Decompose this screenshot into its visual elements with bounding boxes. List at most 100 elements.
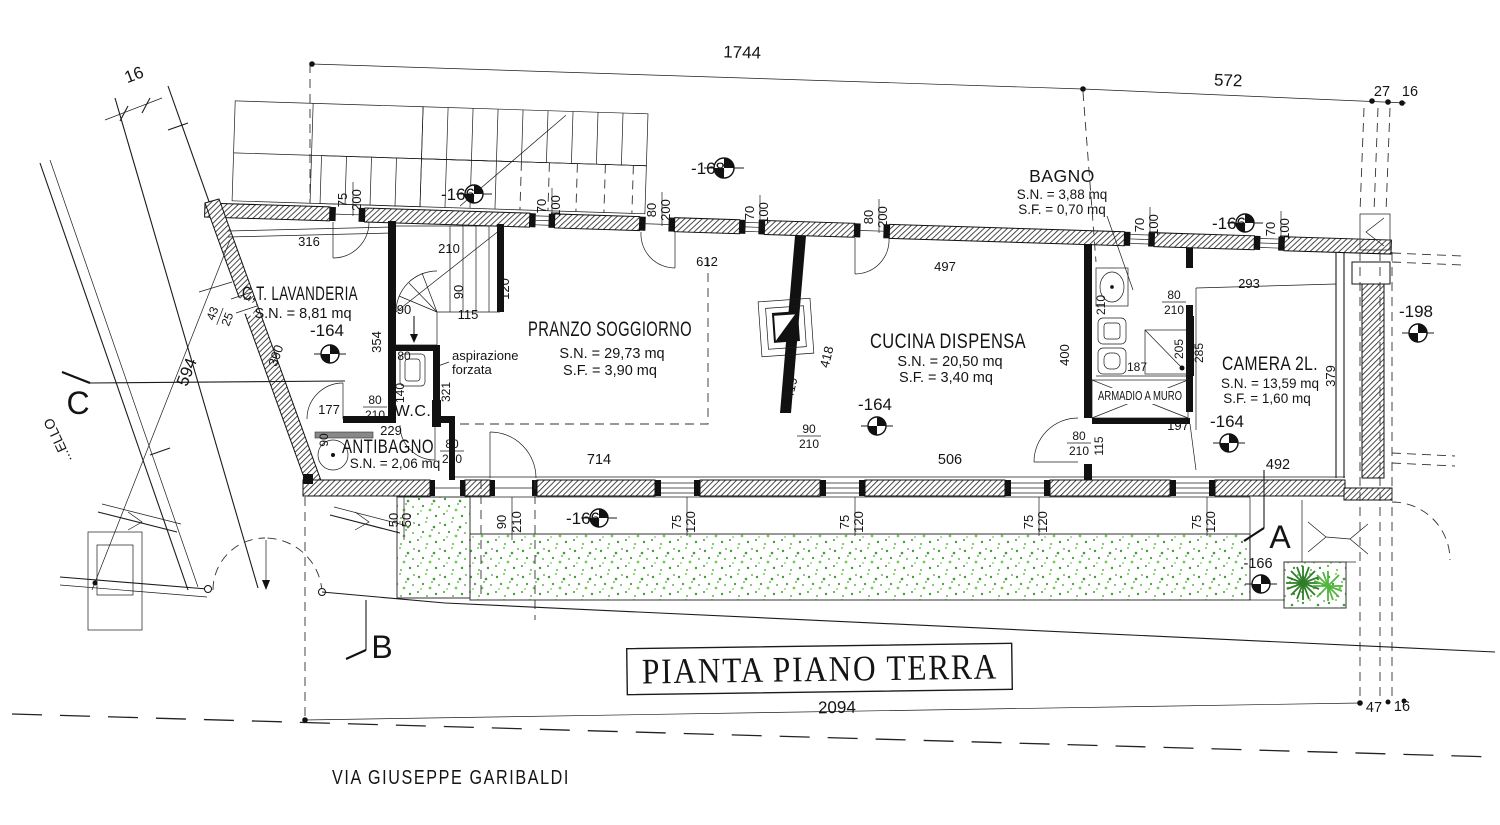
area-label: S.N. = 8,81 mq: [254, 306, 351, 322]
window-dim: 75 200 70 100 80 200 70 100 80 200 70 10…: [335, 189, 1292, 240]
dim-label: 2094: [818, 698, 856, 718]
room-name: ARMADIO A MURO: [1098, 389, 1182, 403]
room-name: PRANZO SOGGIORNO: [528, 318, 692, 341]
elevation-label: -198: [1399, 302, 1433, 321]
window-glazing: [335, 213, 1279, 249]
room-name: CUCINA DISPENSA: [870, 330, 1026, 353]
area-label: S.N. = 29,73 mq: [559, 346, 664, 362]
door-lavanderia-ext: [332, 221, 370, 259]
dim-label: 293: [1238, 276, 1260, 291]
antibagno-sink-icon: [317, 439, 349, 471]
elevation-label: -166: [441, 185, 475, 204]
elevation-label: -164: [310, 321, 344, 340]
dim-label: 25: [218, 310, 236, 328]
wc-sink-icon: [399, 353, 426, 387]
dim-label: 100: [548, 195, 563, 217]
dim-label: 205: [1172, 339, 1186, 359]
dim-label: 90: [451, 285, 466, 299]
bagno-leader-line: [1106, 215, 1134, 291]
dim-label: 75: [335, 193, 350, 207]
section-marker-c: C: [61, 370, 346, 421]
street-centerline: [11, 713, 1496, 758]
elevation-label: -164: [1210, 412, 1244, 431]
dim-label: 80: [1072, 429, 1086, 443]
dim-label: 321: [439, 382, 453, 402]
wall-cucina-right: [1084, 244, 1092, 418]
dim-label: 75: [837, 515, 852, 529]
window-glazing-bottom: [435, 482, 1209, 494]
door-wc: [399, 424, 436, 461]
dim-label: 16: [122, 63, 146, 88]
note-label: forzata: [452, 362, 493, 377]
room-name: ANTIBAGNO: [342, 437, 434, 458]
dim-label: 285: [1192, 343, 1206, 363]
neighbour-boundary: [39, 85, 313, 591]
section-label: C: [66, 385, 89, 421]
dim-label: 210: [1094, 295, 1108, 315]
dim-label: 210: [438, 241, 460, 256]
area-label: S.F. = 3,40 mq: [899, 370, 993, 386]
title-block: PIANTA PIANO TERRA: [625, 642, 1014, 696]
wall-stair-right: [497, 224, 504, 312]
benchmark-icon: [861, 416, 893, 436]
dim-label: 90: [317, 433, 331, 447]
room-labels: C.T. LAVANDERIA S.N. = 8,81 mq PRANZO SO…: [242, 166, 1319, 471]
area-label: S.N. = 20,50 mq: [897, 354, 1002, 370]
dim-label: 572: [1214, 71, 1243, 91]
dim-fraction: 43 25: [204, 304, 237, 328]
page-title: PIANTA PIANO TERRA: [642, 647, 999, 692]
section-marker-b: B: [345, 600, 393, 665]
dim-label: 210: [365, 408, 385, 422]
dim-label: 80: [368, 393, 382, 407]
dim-label: 80: [644, 203, 659, 217]
dim-label: 594: [173, 355, 201, 388]
garden-planter: [1283, 561, 1347, 609]
dim-label: 16: [1394, 699, 1410, 715]
dim-label: 115: [458, 307, 479, 322]
dim-label: 70: [534, 199, 549, 213]
dim-label: 120: [683, 511, 698, 533]
dim-label: 229: [380, 423, 402, 438]
dim-label: 115: [1092, 436, 1106, 455]
dim-label: 354: [369, 331, 384, 353]
dim-label: 390: [265, 343, 286, 368]
dim-label: 379: [1323, 365, 1338, 387]
dim-label: 497: [934, 259, 956, 274]
door-cucina-ext: [854, 237, 890, 275]
benchmark-icon: [314, 344, 346, 364]
dim-label: 80: [397, 349, 411, 363]
dim-label: 100: [1277, 218, 1292, 240]
room-name: BAGNO: [1029, 166, 1095, 186]
section-label: A: [1269, 519, 1291, 555]
dim-label: 210: [1069, 444, 1089, 458]
window-dim-bottom: 75 120 75 120 75 120 75 120 90 210 50 50: [386, 511, 1218, 533]
benchmark-icon: [1227, 213, 1263, 233]
dim-label: 200: [658, 199, 673, 221]
wall-lavanderia-right: [388, 221, 396, 416]
elevation-label: -166: [566, 509, 600, 528]
benchmark-icon: [1402, 323, 1434, 343]
elevation-label: -166: [1212, 214, 1246, 233]
dimension-lines: [91, 61, 1407, 723]
dim-label: 418: [817, 345, 837, 370]
dim-label: 47: [1366, 700, 1382, 716]
dim-label: 120: [851, 511, 866, 533]
dim-label: 16: [1402, 84, 1418, 100]
dim-label: 50: [399, 513, 414, 527]
dim-label: 80: [445, 437, 459, 451]
dim-label: 419: [781, 376, 801, 401]
dim-label: 197: [1167, 418, 1189, 433]
door-pranzo-ext: [640, 231, 676, 269]
dim-label: 210: [509, 511, 524, 533]
elevation-markers: -168 -166 -166 -164 -164 -164 -166 -166 …: [310, 157, 1434, 594]
armadio-box: [1091, 379, 1189, 419]
dim-label: 492: [1266, 457, 1290, 473]
elevation-label: -168: [691, 159, 725, 178]
benchmark-icon: [1245, 574, 1277, 594]
upper-floor-outline: [460, 258, 709, 425]
dim-line-2094: [304, 702, 1361, 721]
dim-label: 506: [938, 452, 962, 468]
room-name: C.T. LAVANDERIA: [242, 284, 358, 305]
wall-armadio-bottom: [1092, 418, 1190, 424]
